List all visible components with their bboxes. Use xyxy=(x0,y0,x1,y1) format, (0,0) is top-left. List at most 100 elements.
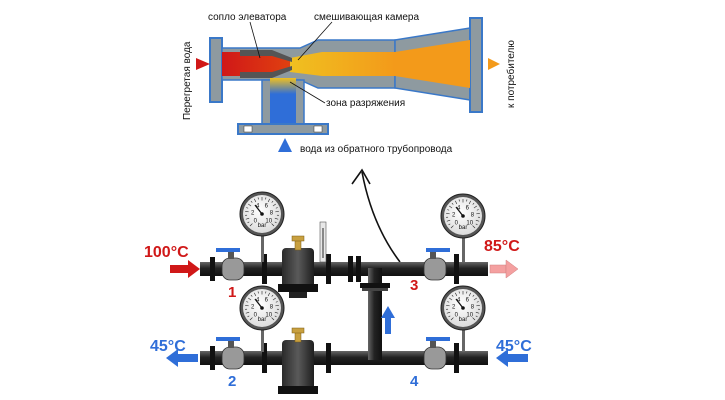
gauge-tick-label: 4 xyxy=(457,298,461,304)
nozzle-wall-top xyxy=(240,50,292,62)
gauge-tick-label: 10 xyxy=(265,313,272,319)
gauge-tick-label: 0 xyxy=(455,221,459,227)
flange-supply-6 xyxy=(210,257,215,281)
gauge-tick-label: 0 xyxy=(254,313,258,319)
gauge-tick-label: 10 xyxy=(265,219,272,225)
gauge-tick-label: 4 xyxy=(256,204,260,210)
flange-supply-2 xyxy=(326,254,331,284)
gauge-tick-label: 4 xyxy=(457,206,461,212)
outlet-flange xyxy=(469,17,483,113)
flow-arrow-return-left xyxy=(166,349,198,367)
gauge-tick-label: 0 xyxy=(455,313,459,319)
flange-supply-3 xyxy=(348,256,353,282)
mixing-chamber-flow xyxy=(290,52,395,76)
thermometer-icon xyxy=(319,221,327,263)
gauge-needle xyxy=(254,298,263,309)
diffuser-flow xyxy=(395,40,470,88)
inlet-flange xyxy=(209,37,223,103)
gauge-needle xyxy=(455,298,464,309)
inlet-arrow xyxy=(196,58,210,70)
vacuum-zone-label: зона разряжения xyxy=(326,98,405,109)
flow-arrow-return-right xyxy=(496,349,528,367)
return-flow xyxy=(270,78,296,124)
flow-arrow-bypass-up xyxy=(381,306,395,334)
gauge-tick-label: 10 xyxy=(466,313,473,319)
gauge-tick-label: 8 xyxy=(471,305,475,311)
gauge-unit-label: bar xyxy=(258,223,267,229)
bypass-flange-ring xyxy=(362,288,388,291)
temp-return-left: 45°C xyxy=(150,338,186,355)
flange-supply-1 xyxy=(262,254,267,284)
mixing-leader xyxy=(297,21,333,61)
gauge-tick-label: 0 xyxy=(254,219,258,225)
mud-filter-top xyxy=(278,235,318,298)
gauge-unit-label: bar xyxy=(258,317,267,323)
gauge-tick-label: 8 xyxy=(471,213,475,219)
ball-valve-2[interactable] xyxy=(216,337,245,370)
gauge-tick-label: 2 xyxy=(251,211,255,217)
valve-number-4: 4 xyxy=(410,373,419,390)
flow-arrow-in-hot xyxy=(170,260,200,278)
pointer-arrow xyxy=(351,168,401,263)
nozzle-wall-bottom xyxy=(240,66,292,78)
temp-return-right: 45°C xyxy=(496,338,532,355)
bolt-hole-right xyxy=(313,125,323,133)
gauge-tick-label: 2 xyxy=(452,213,456,219)
bolt-hole-left xyxy=(243,125,253,133)
nozzle-leader xyxy=(249,21,261,59)
mud-filter-bottom xyxy=(278,327,318,394)
gauge-tick-label: 8 xyxy=(270,305,274,311)
gauge-tick-label: 2 xyxy=(452,305,456,311)
gauge-tick-label: 10 xyxy=(466,221,473,227)
vacuum-leader xyxy=(289,81,326,104)
outlet-label: к потребителю xyxy=(505,40,517,108)
flange-return-1 xyxy=(262,343,267,373)
bypass-flange-top xyxy=(360,283,390,288)
gauge-tick-label: 6 xyxy=(466,298,470,304)
temp-supply-in: 100°C xyxy=(144,244,189,261)
temp-supply-out: 85°C xyxy=(484,238,520,255)
ball-valve-3[interactable] xyxy=(423,248,450,281)
inlet-label: Перегретая вода xyxy=(182,41,193,120)
gauge-tick-label: 6 xyxy=(265,298,269,304)
gauge-stem-4 xyxy=(462,330,465,352)
bypass-pipe xyxy=(368,268,382,360)
return-water-label: вода из обратного трубопровода xyxy=(300,143,453,155)
supply-pipe xyxy=(200,262,488,276)
valve-number-3: 3 xyxy=(410,277,418,294)
flange-return-2 xyxy=(326,343,331,373)
bottom-flange xyxy=(237,123,329,135)
flange-return-4 xyxy=(210,346,215,370)
ball-valve-1[interactable] xyxy=(216,248,245,281)
mixing-chamber-label: смешивающая камера xyxy=(314,12,419,23)
outlet-arrow xyxy=(488,58,500,70)
ball-valve-4[interactable] xyxy=(423,337,450,370)
gauge-stem-1 xyxy=(261,236,264,262)
gauge-needle xyxy=(254,204,263,215)
gauge-tick-label: 6 xyxy=(265,204,269,210)
elevator-cutaway: сопло элеватора смешивающая камера зона … xyxy=(182,12,517,155)
gauge-unit-label: bar xyxy=(459,225,468,231)
hot-water-flow xyxy=(222,52,290,76)
gauge-tick-label: 6 xyxy=(466,206,470,212)
gauge-tick-label: 4 xyxy=(256,298,260,304)
gauge-stem-3 xyxy=(462,238,465,262)
gauge-stem-2 xyxy=(261,330,264,352)
gauge-tick-label: 2 xyxy=(251,305,255,311)
gauge-tick-label: 8 xyxy=(270,211,274,217)
gauge-needle xyxy=(455,206,464,217)
return-arrow xyxy=(278,138,292,152)
flange-supply-4 xyxy=(356,256,361,282)
flow-arrow-out-mixed xyxy=(489,259,519,279)
gauge-unit-label: bar xyxy=(459,317,468,323)
nozzle-label: сопло элеватора xyxy=(208,12,287,23)
flange-supply-5 xyxy=(454,254,459,284)
